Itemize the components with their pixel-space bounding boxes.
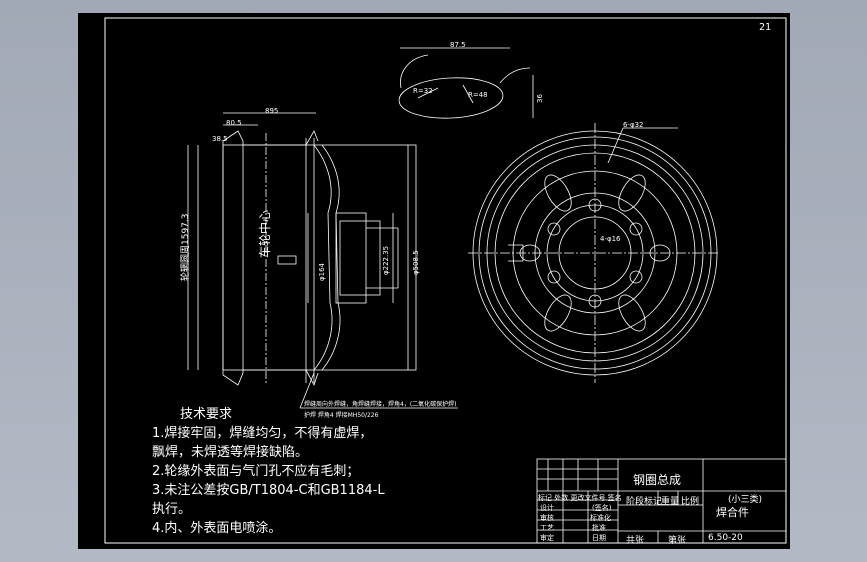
title-block	[536, 458, 787, 544]
tech-requirement-line: 3.未注公差按GB/T1804-C和GB1184-L	[152, 483, 385, 498]
weight-label: 重量	[661, 497, 680, 507]
dim-hub1-label: φ164	[318, 263, 326, 281]
drawing-sheet[interactable]: 21 895 80.5 38.5 轮辋圆周1597.3 车轮中心 φ164 φ2…	[78, 13, 790, 549]
bolt-note-label: 6-φ32	[623, 121, 644, 129]
rim-section-view	[187, 112, 458, 409]
title-value-approve: 批准	[592, 524, 606, 532]
dim-vent-label: R=48	[468, 91, 488, 99]
center-text: 车轮中心	[258, 209, 272, 258]
tech-requirement-line: 1.焊接牢固，焊缝均匀，不得有虚焊，	[152, 426, 373, 441]
stage-mark: 阶段标记	[626, 497, 663, 507]
rim-dia-label: 轮辋圆周1597.3	[181, 213, 191, 282]
dim-rim-label: φ508.5	[412, 250, 420, 275]
title-row-approve: 审定	[540, 534, 554, 542]
hole-note-label: 4-φ16	[600, 235, 621, 243]
title-row-process: 工艺	[540, 524, 554, 532]
drawing-name: 钢圈总成	[633, 473, 682, 487]
weld-note: 焊缝周向外焊缝，角焊缝焊接，焊角4，(二氧化碳保护焊)	[304, 401, 457, 408]
tech-requirement-line: 2.轮缘外表面与气门孔不应有毛刺；	[152, 464, 360, 479]
title-value-date: 日期	[592, 534, 606, 542]
dim-top-label: 895	[265, 107, 279, 115]
tech-requirements: 技术要求 1.焊接牢固，焊缝均匀，不得有虚焊， 飘焊，未焊透等焊接缺陷。 2.轮…	[152, 405, 442, 538]
title-row-design: 设计	[540, 504, 554, 512]
dim-slot-h-label: 36	[536, 94, 544, 103]
dim-top2-label: 80.5	[226, 119, 242, 127]
part-name: 焊合件	[716, 506, 749, 519]
wheel-front-view	[468, 123, 718, 383]
tech-requirements-title: 技术要求	[180, 407, 233, 422]
dim-hub2-label: φ222.35	[382, 245, 390, 275]
sheets-total: 共张	[626, 536, 645, 546]
revision-row: 标记 处数 更改文件号 签名	[538, 494, 622, 502]
dim-slot-r-label: R=32	[413, 87, 433, 95]
title-value-sign: (签名)	[592, 504, 612, 512]
cad-drawing-canvas[interactable]	[78, 13, 790, 549]
sheet-of: 第张	[668, 536, 687, 546]
part-name-note: (小三类)	[728, 495, 763, 505]
dim-slot-w-label: 87.5	[450, 41, 466, 49]
part-code: 6.50-20	[708, 533, 743, 543]
scale-label: 比例	[681, 497, 700, 507]
title-value-std: 标准化	[590, 514, 611, 522]
drawing-frame	[104, 17, 787, 544]
vent-slot-detail	[398, 47, 534, 119]
weld-note-2: 护焊 焊角4 焊接MH50/226	[304, 412, 379, 419]
tech-requirement-line: 执行。	[152, 502, 192, 517]
dim-left-label: 38.5	[212, 135, 228, 143]
tech-requirement-line: 4.内、外表面电喷涂。	[152, 521, 282, 536]
tech-requirement-line: 飘焊，未焊透等焊接缺陷。	[152, 445, 309, 460]
title-row-review: 审核	[540, 514, 554, 522]
sheet-number: 21	[759, 22, 772, 33]
